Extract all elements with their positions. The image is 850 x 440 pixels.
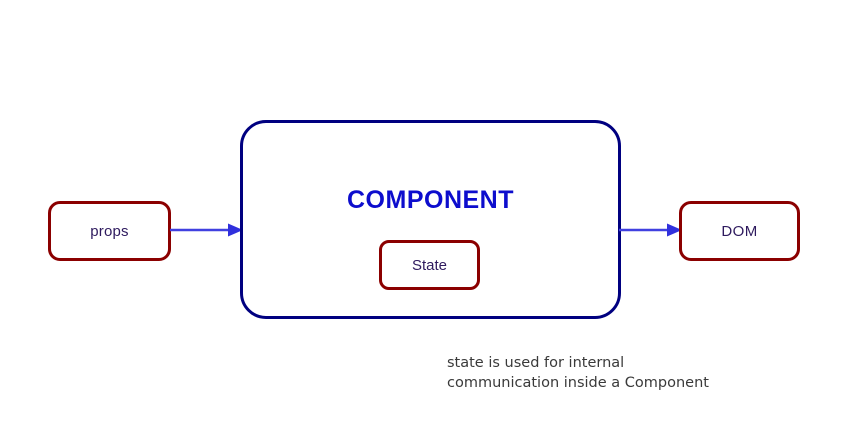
node-dom[interactable]: DOM <box>679 201 800 261</box>
props-to-component-arrow <box>170 223 243 237</box>
component-to-dom-arrow <box>619 223 682 237</box>
node-state-label: State <box>411 256 448 274</box>
diagram-caption: state is used for internal communication… <box>447 355 709 391</box>
node-props-label: props <box>90 222 129 240</box>
node-dom-label: DOM <box>721 222 758 240</box>
node-props[interactable]: props <box>48 201 171 261</box>
node-component-label: COMPONENT <box>347 186 514 214</box>
node-state[interactable]: State <box>379 240 480 290</box>
